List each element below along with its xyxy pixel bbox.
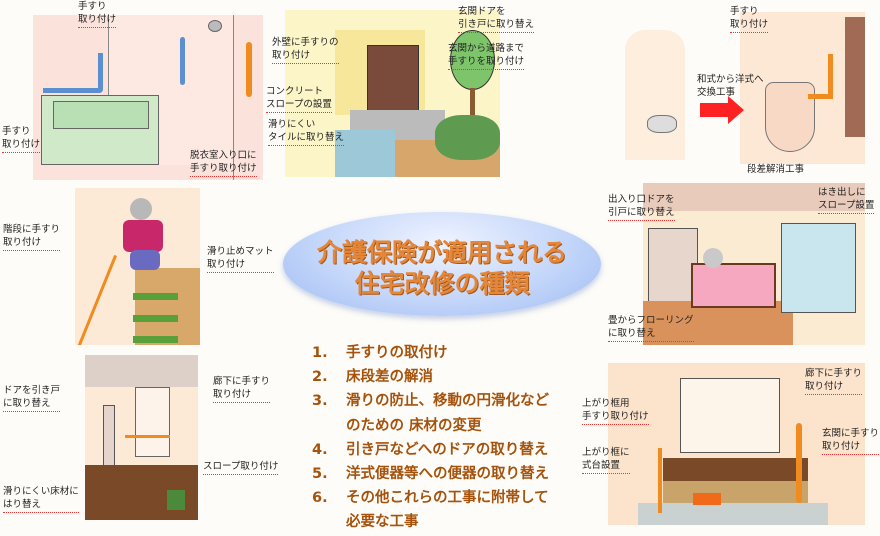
renovation-type-list: 1.手すりの取付け 2.床段差の解消 3.滑りの防止、移動の円滑化など のための… — [312, 341, 549, 535]
anti-slip-mat — [133, 315, 178, 322]
shower — [208, 20, 222, 32]
label-entrance-wall: 外壁に手すりの 取り付け — [272, 36, 339, 64]
window — [781, 223, 856, 313]
label-entrance-tile: 滑りにくい タイルに取り替え — [268, 118, 345, 146]
genkan-illustration — [608, 363, 865, 525]
label-toilet-exchange: 和式から洋式へ 交換工事 — [697, 74, 764, 98]
list-item: 5.洋式便器等への便器の取り替え — [312, 466, 549, 483]
handrail — [180, 37, 185, 85]
stool — [693, 493, 721, 505]
label-toilet-rail: 手すり 取り付け — [730, 5, 769, 33]
label-bath-left: 手すり 取り付け — [2, 125, 41, 153]
label-bedroom-door: 出入り口ドアを 引戸に取り替え — [608, 193, 675, 221]
label-corridor-slope: スロープ取り付け — [203, 460, 279, 475]
tree — [450, 30, 495, 90]
western-toilet — [765, 82, 815, 152]
list-item: 3.滑りの防止、移動の円滑化など — [312, 393, 549, 410]
bed — [691, 263, 776, 308]
japanese-toilet — [647, 115, 677, 133]
label-entrance-road: 玄関から道路まで 手すりを取り付け — [448, 42, 525, 70]
label-genkan-entrance: 玄関に手すり 取り付け — [822, 427, 880, 455]
label-entrance-slope: コンクリート スロープの設置 — [266, 85, 332, 113]
list-item: 1.手すりの取付け — [312, 345, 448, 361]
elderly-person — [130, 198, 152, 220]
title-ellipse — [283, 212, 601, 316]
label-corridor-floor: 滑りにくい床材に はり替え — [3, 485, 79, 513]
handrail — [796, 423, 802, 503]
list-item-continued: のための 床材の変更 — [346, 417, 482, 434]
entrance-door — [367, 45, 419, 113]
label-bedroom-slope: はき出しに スロープ設置 — [818, 186, 875, 214]
arrow-right-icon — [700, 103, 728, 117]
anti-slip-mat — [133, 336, 178, 343]
bathroom-illustration — [33, 15, 233, 180]
label-genkan-rail-step: 上がり框用 手すり取り付け — [582, 397, 649, 425]
label-genkan-stool: 上がり框に 式台設置 — [582, 446, 630, 474]
label-bath-door: 脱衣室入り口に 手すり取り付け — [190, 149, 257, 177]
slope — [335, 130, 395, 177]
stairs-illustration — [75, 188, 200, 345]
handrail — [808, 54, 833, 99]
corridor-illustration — [85, 355, 198, 520]
handrail — [125, 435, 170, 438]
label-bath-top: 手すり 取り付け — [78, 0, 117, 28]
bushes — [435, 115, 500, 160]
list-item: 2.床段差の解消 — [312, 369, 433, 386]
label-corridor-rail: 廊下に手すり 取り付け — [213, 375, 271, 403]
list-item-continued: 必要な工事 — [346, 514, 419, 531]
toilet-illustration — [625, 30, 685, 160]
label-entrance-door: 玄関ドアを 引き戸に取り替え — [458, 5, 535, 33]
handrail — [246, 42, 252, 97]
label-stairs-mat: 滑り止めマット 取り付け — [207, 245, 274, 273]
label-corridor-door: ドアを引き戸 に取り替え — [3, 384, 61, 412]
title-line-1: 介護保険が適用される — [316, 238, 567, 267]
label-genkan-corridor: 廊下に手すり 取り付け — [805, 367, 863, 395]
entrance-illustration — [285, 10, 500, 177]
anti-slip-mat — [133, 293, 178, 300]
handrail — [658, 448, 662, 513]
list-item: 4.引き戸などへのドアの取り替え — [312, 441, 549, 458]
label-toilet-step: 段差解消工事 — [747, 164, 805, 175]
label-stairs-rail: 階段に手すり 取り付け — [3, 223, 61, 251]
title-line-2: 住宅改修の種類 — [354, 269, 530, 298]
elderly-person — [703, 248, 723, 268]
bedroom-illustration — [643, 183, 865, 345]
slope — [167, 490, 185, 510]
handrail — [76, 254, 117, 345]
label-bedroom-floor: 畳からフローリング に取り替え — [608, 314, 694, 342]
page-title: 介護保険が適用される 住宅改修の種類 — [283, 237, 601, 299]
list-item: 6.その他これらの工事に附帯して — [312, 490, 549, 507]
handrail — [43, 53, 103, 93]
